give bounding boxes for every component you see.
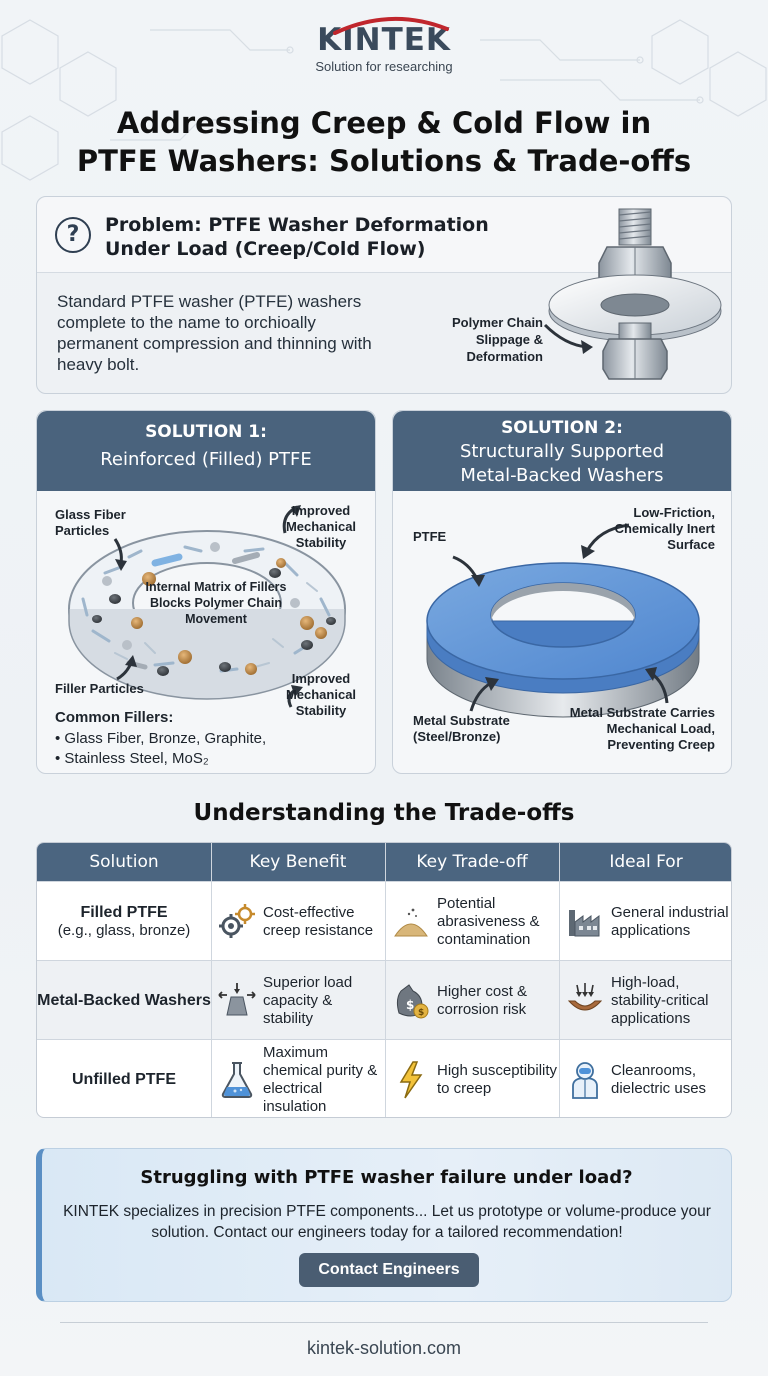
fillers-line2: • Stainless Steel, MoS₂ [55, 750, 209, 767]
cta-title: Struggling with PTFE washer failure unde… [140, 1167, 633, 1188]
flask-icon [221, 1061, 253, 1098]
glass-fiber-label: Glass Fiber Particles [55, 507, 126, 538]
cta-panel: Struggling with PTFE washer failure unde… [36, 1148, 732, 1302]
gears-icon [219, 903, 255, 938]
metal-backed-washer-illustration [426, 523, 700, 718]
solution1-card: SOLUTION 1: Reinforced (Filled) PTFE [36, 410, 376, 774]
solution-cell: Metal-Backed Washers [37, 961, 211, 1040]
solution1-header-line2: Reinforced (Filled) PTFE [100, 449, 312, 470]
load-block-icon [218, 982, 256, 1015]
lightning-icon [399, 1060, 423, 1098]
solution-cell: Unfilled PTFE [37, 1040, 211, 1117]
benefit-text: Maximum chemical purity & electrical ins… [263, 1043, 378, 1115]
column-divider [559, 843, 560, 1117]
benefit-cell: Maximum chemical purity & electrical ins… [211, 1040, 385, 1117]
solution2-header-line2: Structurally Supported [459, 441, 665, 462]
table-row: Filled PTFE (e.g., glass, bronze) Cost-e… [37, 881, 731, 960]
cleanroom-suit-icon [572, 1061, 598, 1099]
money-bag-icon: $ $ [396, 983, 429, 1018]
tradeoff-text: Higher cost & corrosion risk [437, 982, 528, 1018]
solution-name: Filled PTFE [80, 904, 168, 921]
solution2-header-line1: SOLUTION 2: [501, 418, 623, 438]
tradeoff-text: Potential abrasiveness & contamination [437, 894, 540, 948]
ideal-cell: Cleanrooms, dielectric uses [559, 1040, 731, 1117]
load-carrying-label: Metal Substrate Carries Mechanical Load,… [569, 705, 715, 752]
ideal-cell: High-load, stability-critical applicatio… [559, 961, 731, 1040]
solution-cell: Filled PTFE (e.g., glass, bronze) [37, 882, 211, 961]
filled-ptfe-washer-illustration [67, 505, 347, 708]
footer-divider [60, 1322, 708, 1323]
benefit-text: Superior load capacity & stability [263, 973, 353, 1027]
benefit-cell: Superior load capacity & stability [211, 961, 385, 1040]
tradeoffs-table: Solution Key Benefit Key Trade-off Ideal… [36, 842, 732, 1118]
powder-pile-icon [394, 908, 428, 936]
bolt-washer-illustration [543, 208, 722, 380]
benefit-text: Cost-effective creep resistance [263, 903, 374, 939]
internal-matrix-label: Internal Matrix of Fillers Blocks Polyme… [145, 580, 287, 626]
chain-slippage-label: Polymer Chain Slippage & Deformation [451, 315, 543, 364]
problem-title: Problem: PTFE Washer Deformation Under L… [105, 214, 489, 260]
header-ideal: Ideal For [609, 852, 683, 872]
ptfe-label: PTFE [413, 529, 447, 544]
column-divider [211, 843, 212, 1117]
ideal-text: Cleanrooms, dielectric uses [611, 1061, 707, 1097]
page-title: Addressing Creep & Cold Flow in PTFE Was… [0, 104, 768, 180]
solution-sub: (e.g., glass, bronze) [57, 922, 191, 939]
page-title-line2: PTFE Washers: Solutions & Trade-offs [76, 144, 692, 178]
stability-bottom-label: Improved Mechanical Stability [285, 671, 357, 718]
solution2-header: SOLUTION 2: Structurally Supported Metal… [393, 411, 731, 491]
metal-substrate-label: Metal Substrate (Steel/Bronze) [413, 713, 510, 744]
header-benefit: Key Benefit [249, 852, 347, 872]
factory-icon [569, 909, 600, 936]
ideal-text: General industrial applications [611, 903, 729, 939]
logo-text: KINTEK [317, 22, 451, 58]
tradeoff-cell: High susceptibility to creep [385, 1040, 559, 1117]
solution2-header-line3: Metal-Backed Washers [460, 465, 664, 486]
page-title-line1: Addressing Creep & Cold Flow in [116, 106, 652, 140]
tradeoffs-title: Understanding the Trade-offs [193, 800, 575, 826]
pressed-bowl-icon [567, 982, 603, 1010]
logo-tagline: Solution for researching [315, 59, 453, 74]
stability-top-label: Improved Mechanical Stability [285, 503, 357, 550]
brand-logo: KINTEK Solution for researching [0, 16, 768, 74]
common-fillers-list: • Glass Fiber, Bronze, Graphite, • Stain… [55, 729, 266, 769]
fillers-line1: • Glass Fiber, Bronze, Graphite, [55, 730, 267, 747]
solution-name: Unfilled PTFE [72, 1071, 176, 1088]
solution-name: Metal-Backed Washers [37, 992, 211, 1009]
header-tradeoff: Key Trade-off [416, 852, 528, 872]
solution1-header-line1: SOLUTION 1: [145, 422, 267, 442]
footer-url[interactable]: kintek-solution.com [306, 1338, 462, 1358]
logo-arc-icon [333, 16, 450, 35]
ideal-cell: General industrial applications [559, 882, 731, 961]
tradeoff-cell: Potential abrasiveness & contamination [385, 882, 559, 961]
tradeoff-text: High susceptibility to creep [437, 1061, 558, 1097]
table-header: Solution Key Benefit Key Trade-off Ideal… [37, 843, 731, 881]
table-row: Unfilled PTFE Maximum chemical purity & … [37, 1039, 731, 1117]
svg-text:$: $ [418, 1008, 424, 1018]
table-row: Metal-Backed Washers Superior load capac… [37, 960, 731, 1039]
solution1-header: SOLUTION 1: Reinforced (Filled) PTFE [37, 411, 375, 491]
solution2-card: SOLUTION 2: Structurally Supported Metal… [392, 410, 732, 774]
problem-description: Standard PTFE washer (PTFE) washers comp… [57, 292, 372, 374]
benefit-cell: Cost-effective creep resistance [211, 882, 385, 961]
svg-text:$: $ [406, 998, 414, 1012]
tradeoff-cell: $ $ Higher cost & corrosion risk [385, 961, 559, 1040]
ideal-text: High-load, stability-critical applicatio… [611, 973, 709, 1027]
filler-particles-label: Filler Particles [55, 681, 144, 696]
header-solution: Solution [89, 852, 159, 872]
inert-surface-label: Low-Friction, Chemically Inert Surface [614, 505, 715, 552]
problem-card: ? Problem: PTFE Washer Deformation Under… [36, 196, 732, 394]
cta-body: KINTEK specializes in precision PTFE com… [63, 1203, 711, 1241]
common-fillers-title: Common Fillers: [55, 709, 174, 726]
contact-engineers-button[interactable]: Contact Engineers [299, 1253, 479, 1287]
question-icon: ? [55, 217, 91, 253]
column-divider [385, 843, 386, 1117]
